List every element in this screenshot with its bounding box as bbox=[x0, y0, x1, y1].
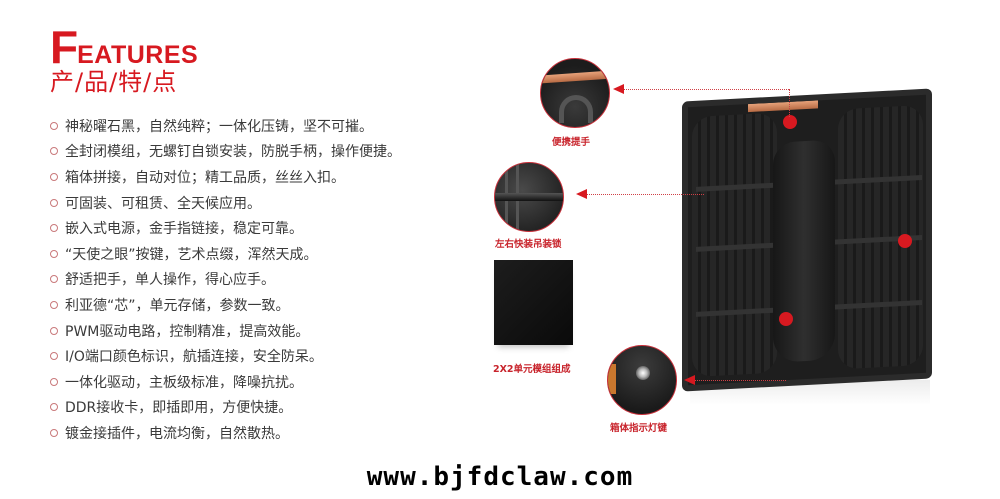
carry-handle-bar bbox=[748, 100, 818, 113]
marker-dot-handle bbox=[783, 115, 797, 129]
circle-bullet-icon bbox=[50, 224, 58, 233]
feature-item: 舒适把手，单人操作，得心应手。 bbox=[50, 267, 401, 293]
marker-dot-indicator bbox=[779, 312, 793, 326]
feature-item: 嵌入式电源，金手指链接，稳定可靠。 bbox=[50, 215, 401, 241]
callout-indicator-button bbox=[607, 345, 677, 415]
circle-bullet-icon bbox=[50, 352, 58, 361]
feature-item: “天使之眼”按键，艺术点缀，浑然天成。 bbox=[50, 241, 401, 267]
label-carry-handle: 便携提手 bbox=[552, 137, 591, 148]
leader-line-handle bbox=[622, 89, 789, 90]
arrow-left-icon bbox=[576, 189, 587, 199]
led-module-image bbox=[494, 260, 573, 345]
circle-bullet-icon bbox=[50, 198, 58, 207]
features-subtitle: 产/品/特/点 bbox=[50, 68, 178, 96]
leader-line-indicator bbox=[692, 380, 786, 381]
circle-bullet-icon bbox=[50, 147, 58, 156]
circle-bullet-icon bbox=[50, 275, 58, 284]
circle-bullet-icon bbox=[50, 121, 58, 130]
title-rest: EATURES bbox=[77, 41, 199, 69]
circle-bullet-icon bbox=[50, 403, 58, 412]
marker-dot-lock bbox=[898, 234, 912, 248]
circle-bullet-icon bbox=[50, 377, 58, 386]
title-initial: F bbox=[50, 21, 78, 73]
led-cabinet-image bbox=[682, 88, 932, 392]
label-indicator-button: 箱体指示灯键 bbox=[610, 423, 668, 434]
feature-item: PWM驱动电路，控制精准，提高效能。 bbox=[50, 318, 401, 344]
arrow-left-icon bbox=[613, 84, 624, 94]
feature-list: 神秘曜石黑，自然纯粹；一体化压铸，坚不可摧。 全封闭模组，无螺钉自锁安装，防脱手… bbox=[50, 113, 401, 446]
center-handle bbox=[773, 139, 835, 363]
feature-item: 镀金接插件，电流均衡，自然散热。 bbox=[50, 420, 401, 446]
website-url: www.bjfdclaw.com bbox=[366, 462, 634, 492]
feature-item: 箱体拼接，自动对位；精工品质，丝丝入扣。 bbox=[50, 164, 401, 190]
circle-bullet-icon bbox=[50, 428, 58, 437]
label-side-lock: 左右快装吊装锁 bbox=[495, 239, 562, 250]
features-title: FEATURES bbox=[50, 24, 198, 70]
callout-side-lock bbox=[494, 162, 564, 232]
feature-item: 神秘曜石黑，自然纯粹；一体化压铸，坚不可摧。 bbox=[50, 113, 401, 139]
feature-item: I/O端口颜色标识，航插连接，安全防呆。 bbox=[50, 343, 401, 369]
feature-item: 全封闭模组，无螺钉自锁安装，防脱手柄，操作便捷。 bbox=[50, 139, 401, 165]
circle-bullet-icon bbox=[50, 326, 58, 335]
leader-line-lock bbox=[578, 194, 704, 195]
circle-bullet-icon bbox=[50, 172, 58, 181]
circle-bullet-icon bbox=[50, 300, 58, 309]
arrow-left-icon bbox=[684, 375, 695, 385]
feature-item: DDR接收卡，即插即用，方便快捷。 bbox=[50, 395, 401, 421]
label-module: 2X2单元模组组成 bbox=[493, 364, 571, 375]
feature-item: 可固装、可租赁、全天候应用。 bbox=[50, 190, 401, 216]
callout-carry-handle bbox=[540, 58, 610, 128]
feature-item: 利亚德“芯”，单元存储，参数一致。 bbox=[50, 292, 401, 318]
circle-bullet-icon bbox=[50, 249, 58, 258]
feature-item: 一体化驱动，主板级标准，降噪抗扰。 bbox=[50, 369, 401, 395]
leader-line-handle-vertical bbox=[789, 89, 790, 117]
